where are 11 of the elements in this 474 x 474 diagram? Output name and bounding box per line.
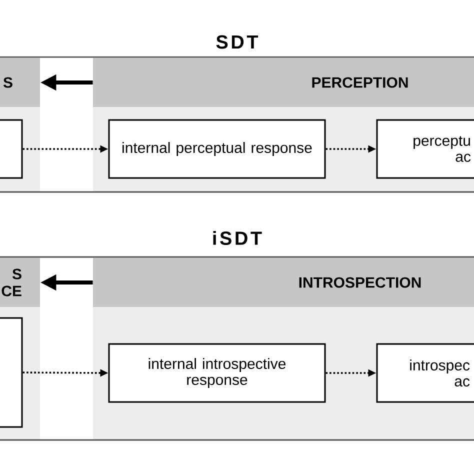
header-band: S CE (0, 258, 40, 307)
header-band: PERCEPTION (93, 58, 474, 107)
title: iSDT (213, 231, 262, 245)
header-band: INTROSPECTION (93, 258, 474, 307)
process-box: perceptu ac (376, 119, 474, 179)
process-box (0, 317, 23, 428)
process-box: introspec ac (376, 343, 474, 403)
process-box: internal perceptual response (108, 119, 326, 179)
process-box (0, 119, 23, 179)
header-band: S (0, 58, 40, 107)
process-box: internal introspective response (108, 343, 326, 403)
